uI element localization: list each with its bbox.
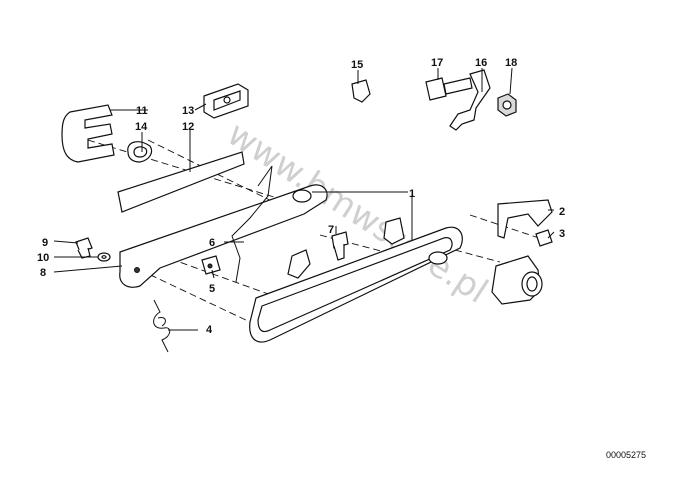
part-2-bracket — [497, 199, 553, 239]
callout-18: 18 — [505, 57, 517, 69]
leader-lines — [53, 67, 555, 331]
callout-8: 8 — [40, 267, 46, 279]
callout-6: 6 — [209, 237, 215, 249]
callout-9: 9 — [42, 237, 48, 249]
part-7-screw — [331, 231, 349, 261]
callout-labels: 1 2 3 4 5 6 7 8 9 10 11 12 13 14 15 16 1… — [37, 57, 565, 336]
part-17-bolt — [425, 77, 473, 101]
lock-cylinder — [491, 255, 543, 305]
part-15-clip — [351, 79, 371, 103]
callout-10: 10 — [37, 252, 49, 264]
part-9-screw — [75, 237, 93, 259]
handle-latch-pieces — [287, 217, 405, 279]
callout-3: 3 — [559, 228, 565, 240]
callout-15: 15 — [351, 59, 363, 71]
part-4-spring — [153, 299, 171, 353]
callout-13: 13 — [182, 105, 194, 117]
callout-17: 17 — [431, 57, 443, 69]
part-3-clip — [535, 229, 553, 247]
callout-1: 1 — [409, 188, 415, 200]
callout-5: 5 — [209, 283, 215, 295]
callout-16: 16 — [475, 57, 487, 69]
part-16-latch — [449, 69, 491, 131]
part-12-strip — [117, 151, 245, 213]
part-18-nut — [497, 93, 517, 117]
callout-12: 12 — [182, 121, 194, 133]
part-1-handle — [249, 226, 463, 343]
part-13-bracket — [203, 83, 249, 119]
part-1-base-plate — [119, 184, 328, 288]
part-10-washer — [97, 252, 111, 262]
diagram-part-number: 00005275 — [606, 450, 646, 460]
callout-11: 11 — [136, 105, 148, 117]
callout-7: 7 — [328, 224, 334, 236]
part-14-ring — [127, 141, 153, 163]
part-5-screw — [201, 255, 221, 275]
callout-2: 2 — [559, 206, 565, 218]
callout-4: 4 — [206, 324, 213, 336]
part-6-rod — [231, 165, 273, 283]
part-11-clip — [61, 104, 115, 163]
callout-14: 14 — [135, 121, 148, 133]
